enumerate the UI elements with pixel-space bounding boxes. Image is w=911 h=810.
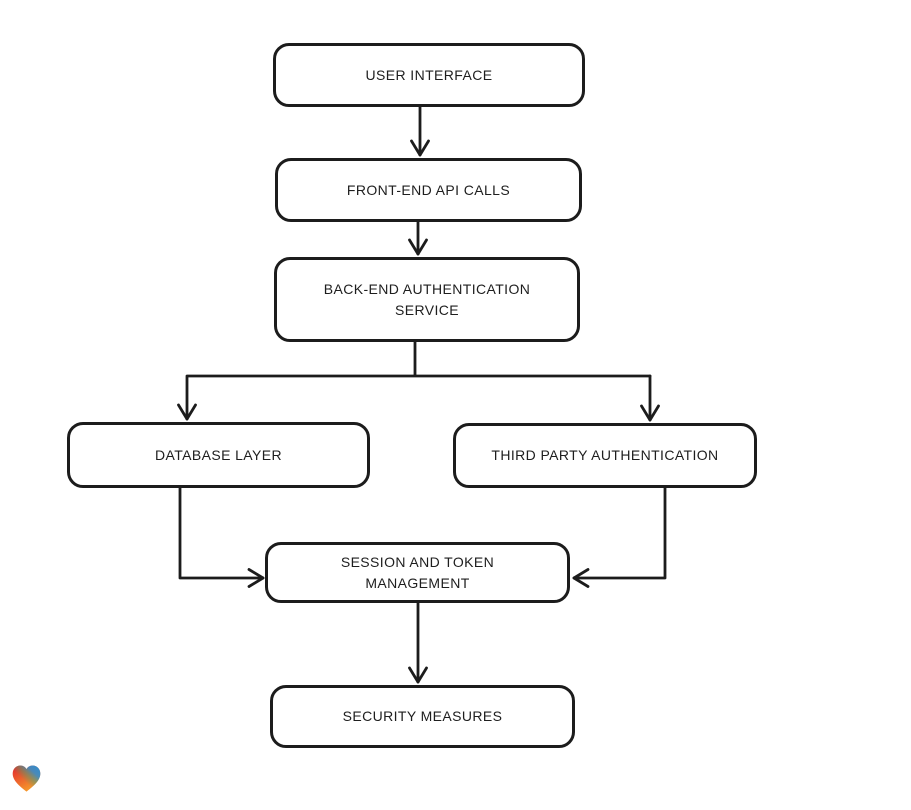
watermark-logo[interactable] [10,762,43,795]
node-session-and-token-management[interactable]: SESSION AND TOKEN MANAGEMENT [265,542,570,603]
edge-database-layer-to-session-and-token-management[interactable] [178,486,265,588]
node-label: SESSION AND TOKEN MANAGEMENT [340,553,495,591]
edge-back-end-authentication-service-to-database-layer[interactable] [177,340,652,421]
edge-front-end-api-calls-to-back-end-authentication-service[interactable] [408,220,428,256]
arrowhead-down-icon [177,403,197,421]
node-label: BACK-END AUTHENTICATION SERVICE [323,280,531,318]
heart-gradient-icon [12,765,41,792]
node-label: SECURITY MEASURES [342,708,503,724]
node-database-layer[interactable]: DATABASE LAYER [67,422,370,488]
node-label: USER INTERFACE [365,66,493,83]
node-back-end-authentication-service[interactable]: BACK-END AUTHENTICATION SERVICE [274,257,580,342]
node-security-measures[interactable]: SECURITY MEASURES [270,685,575,748]
edge-back-end-authentication-service-to-third-party-authentication[interactable] [640,374,660,422]
arrowhead-down-icon [408,238,428,256]
arrowhead-down-icon [640,404,660,422]
node-label: DATABASE LAYER [155,446,282,463]
node-label: FRONT-END API CALLS [346,181,511,198]
edge-session-and-token-management-to-security-measures[interactable] [408,601,428,684]
edge-user-interface-to-front-end-api-calls[interactable] [410,105,430,157]
node-label: THIRD PARTY AUTHENTICATION [491,447,719,463]
arrowhead-left-icon [572,568,590,588]
arrowhead-down-icon [408,666,428,684]
arrowhead-down-icon [410,139,430,157]
node-front-end-api-calls[interactable]: FRONT-END API CALLS [275,158,582,222]
node-third-party-authentication[interactable]: THIRD PARTY AUTHENTICATION [453,423,757,488]
edge-third-party-authentication-to-session-and-token-management[interactable] [572,486,667,588]
arrowhead-right-icon [247,568,265,588]
node-user-interface[interactable]: USER INTERFACE [273,43,585,107]
